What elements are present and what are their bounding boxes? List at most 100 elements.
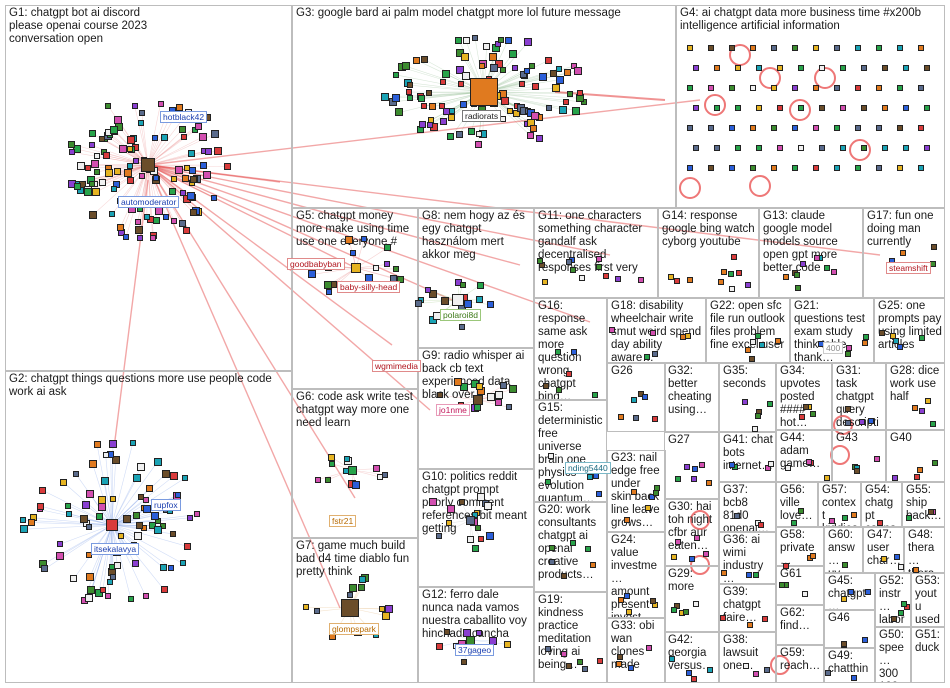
user-label-goodbabyban[interactable]: goodbabyban — [287, 258, 345, 270]
group-label: G1: chatgpt bot ai discord please openai… — [9, 7, 148, 45]
group-label: G10: politics reddit chatgpt prompt poor… — [422, 471, 527, 535]
group-box-g23: G23: nail edge free under skin back line… — [607, 450, 666, 532]
group-box-g48: G48: thera… thera… — [904, 527, 945, 573]
group-box-g55: G55: ship back… — [902, 482, 945, 527]
group-label: G24: value investme… amount present inve… — [611, 534, 658, 618]
group-label: G54: chatgpt canna… — [865, 484, 896, 526]
user-label-wgmimedia[interactable]: wgmimedia — [372, 360, 421, 372]
group-box-g37: G37: bcb8 81d0 openai… — [719, 482, 776, 532]
group-label: G45: chatgpt… — [828, 575, 866, 610]
group-box-g15: G15: deterministic free universe brain o… — [534, 400, 607, 502]
group-box-g54: G54: chatgpt canna… — [861, 482, 902, 527]
group-box-g3: G3: google bard ai palm model chatgpt mo… — [292, 5, 676, 208]
group-box-g52: G52: instr… labor… — [875, 573, 911, 627]
group-box-g18: G18: disability wheelchair write smut we… — [607, 298, 706, 363]
group-box-g42: G42: georgia versus… — [664, 632, 719, 683]
group-box-g57: G57: context kiddies — [818, 482, 861, 527]
user-label-steamshift[interactable]: steamshift — [886, 262, 931, 274]
group-box-g5: G5: chatgpt money more make using time u… — [292, 208, 418, 389]
group-label: G40 — [890, 432, 912, 444]
group-label: G28: dice work use half — [890, 365, 940, 403]
group-box-g39: G39: chatgpt faire… — [719, 584, 776, 632]
group-label: G35: seconds — [723, 365, 766, 390]
group-label: G49: chatthin… — [828, 650, 869, 683]
user-label-baby-silly-head[interactable]: baby-silly-head — [337, 281, 401, 293]
group-box-g30: G30: hai toh night cfbr aur eaten… — [664, 499, 719, 566]
group-box-g27: G27 — [664, 432, 719, 499]
group-box-g16: G16: response same ask more question wro… — [534, 298, 607, 400]
group-box-g50: G50: spee… 300 100… — [875, 627, 911, 683]
group-label: G20: work consultants chatgpt ai openai … — [538, 504, 597, 581]
group-box-g44: G44: adam game… — [776, 430, 832, 482]
group-box-g60: G60: answ… uv… — [824, 527, 863, 573]
group-box-g59: G59: reach… — [776, 645, 824, 683]
group-label: G15: deterministic free universe brain o… — [538, 402, 603, 502]
group-label: G6: code ask write test chatgpt way more… — [296, 391, 413, 429]
group-label: G47: user char… — [867, 529, 901, 567]
group-box-g7: G7: game much build bad d4 time diablo f… — [292, 538, 418, 683]
group-label: G51: duck — [915, 629, 940, 654]
user-label-hotblack42[interactable]: hotblack42 — [160, 111, 208, 123]
user-label-jo1nme[interactable]: jo1nme — [436, 404, 470, 416]
group-box-g58: G58: private… — [776, 527, 824, 566]
group-label: G62: find… — [780, 607, 811, 632]
user-label-polaroi8d[interactable]: polaroi8d — [440, 309, 481, 321]
group-label: G8: nem hogy az és egy chatgpt használom… — [422, 210, 525, 261]
group-label: G31: task chatgpt query descripti… — [836, 365, 879, 429]
group-box-g6: G6: code ask write test chatgpt way more… — [292, 389, 418, 538]
group-label: G55: ship back… — [906, 484, 942, 522]
group-label: G42: georgia versus… — [668, 634, 714, 672]
group-label: G34: upvotes posted #### hot… — [780, 365, 821, 429]
group-label: G36: ai wimi industry… — [723, 534, 764, 584]
group-box-g28: G28: dice work use half — [886, 363, 945, 430]
group-box-g19: G19: kindness practice meditation loving… — [534, 592, 607, 683]
user-label-nding5440[interactable]: nding5440 — [565, 462, 611, 474]
group-label: G5: chatgpt money more make using time u… — [296, 210, 410, 248]
group-box-g33: G33: obi wan clones made — [607, 618, 666, 683]
user-label-400[interactable]: 400 — [823, 342, 844, 354]
group-label: G59: reach… — [780, 647, 821, 672]
group-label: G3: google bard ai palm model chatgpt mo… — [296, 7, 621, 19]
user-label-fstr21[interactable]: fstr21 — [329, 515, 357, 527]
group-label: G9: radio whisper ai back cb text experi… — [422, 350, 525, 401]
user-label-radiorats[interactable]: radiorats — [462, 110, 502, 122]
group-label: G43 — [836, 432, 858, 444]
group-label: G7: game much build bad d4 time diablo f… — [296, 540, 410, 578]
group-box-g9: G9: radio whisper ai back cb text experi… — [418, 348, 534, 469]
group-label: G56: ville love… — [780, 484, 813, 522]
group-label: G53: youtu used… — [915, 575, 940, 626]
group-label: G27 — [668, 434, 690, 446]
group-box-g13: G13: claude google model models source o… — [759, 208, 863, 298]
group-label: G32: better cheating using… — [668, 365, 712, 416]
group-box-g56: G56: ville love… — [776, 482, 818, 527]
user-label-glompspark[interactable]: glompspark — [329, 623, 379, 635]
group-box-g31: G31: task chatgpt query descripti… — [832, 363, 886, 430]
group-box-g53: G53: youtu used… — [911, 573, 945, 627]
group-label: G60: answ… uv… — [828, 529, 855, 572]
group-label: G11: one characters something character … — [538, 210, 643, 274]
group-label: G39: chatgpt faire… — [723, 586, 761, 624]
group-label: G30: hai toh night cfbr aur eaten… — [668, 501, 713, 552]
group-box-g10: G10: politics reddit chatgpt prompt poor… — [418, 469, 534, 587]
group-box-g2: G2: chatgpt things questions more use pe… — [5, 371, 292, 683]
group-box-g51: G51: duck — [911, 627, 945, 683]
group-label: G37: bcb8 81d0 openai… — [723, 484, 770, 532]
group-box-g1: G1: chatgpt bot ai discord please openai… — [5, 5, 292, 371]
user-label-automoderator[interactable]: automoderator — [118, 196, 180, 208]
group-label: G44: adam game… — [780, 432, 821, 470]
group-label: G57: context kiddies — [822, 484, 858, 526]
group-label: G50: spee… 300 100… — [879, 629, 904, 682]
group-label: G58: private… — [780, 529, 815, 566]
user-label-37gageo[interactable]: 37gageo — [455, 644, 495, 656]
group-box-g8: G8: nem hogy az és egy chatgpt használom… — [418, 208, 534, 348]
user-label-rupfox[interactable]: rupfox — [151, 499, 181, 511]
group-box-g62: G62: find… — [776, 605, 824, 645]
group-box-g20: G20: work consultants chatgpt ai openai … — [534, 502, 607, 592]
group-box-g26: G26 — [607, 363, 666, 432]
group-box-g49: G49: chatthin… — [824, 648, 875, 683]
group-box-g12: G12: ferro dale nunca nada vamos nuestra… — [418, 587, 534, 683]
user-label-itsekalavya[interactable]: itsekalavya — [91, 543, 140, 555]
group-label: G4: ai chatgpt data more business time #… — [680, 7, 922, 32]
group-label: G19: kindness practice meditation loving… — [538, 594, 592, 671]
